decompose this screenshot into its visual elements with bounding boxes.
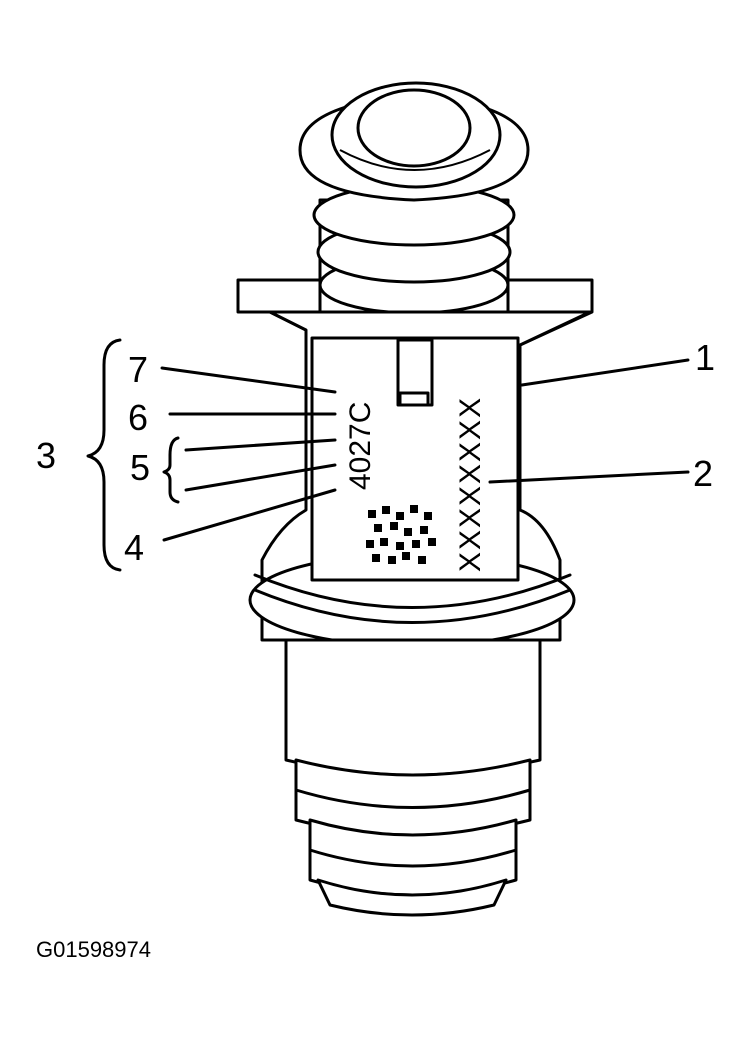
- leader-2: [488, 470, 690, 484]
- leader-lines: [86, 338, 690, 572]
- figure-id: G01598974: [36, 937, 151, 962]
- callout-1: 1: [695, 337, 715, 378]
- label-plate: [310, 336, 520, 582]
- injector-top-inlet: [298, 81, 530, 342]
- data-matrix-code: [366, 505, 436, 564]
- leader-7: [160, 366, 337, 394]
- callout-6: 6: [128, 397, 148, 438]
- callout-3: 3: [36, 435, 56, 476]
- bracket-5: [162, 436, 180, 504]
- leader-5a: [184, 438, 337, 452]
- callout-7: 7: [128, 349, 148, 390]
- serial-number-text: XXXXXXXX: [454, 396, 487, 572]
- callout-4: 4: [124, 527, 144, 568]
- leader-5b: [184, 463, 337, 492]
- leader-4: [162, 488, 337, 542]
- injector-lower-body: [284, 638, 542, 917]
- part-code-text: 4027C: [344, 402, 377, 490]
- callout-2: 2: [693, 453, 713, 494]
- leader-1: [520, 358, 690, 387]
- callout-5: 5: [130, 447, 150, 488]
- bracket-3: [86, 338, 122, 572]
